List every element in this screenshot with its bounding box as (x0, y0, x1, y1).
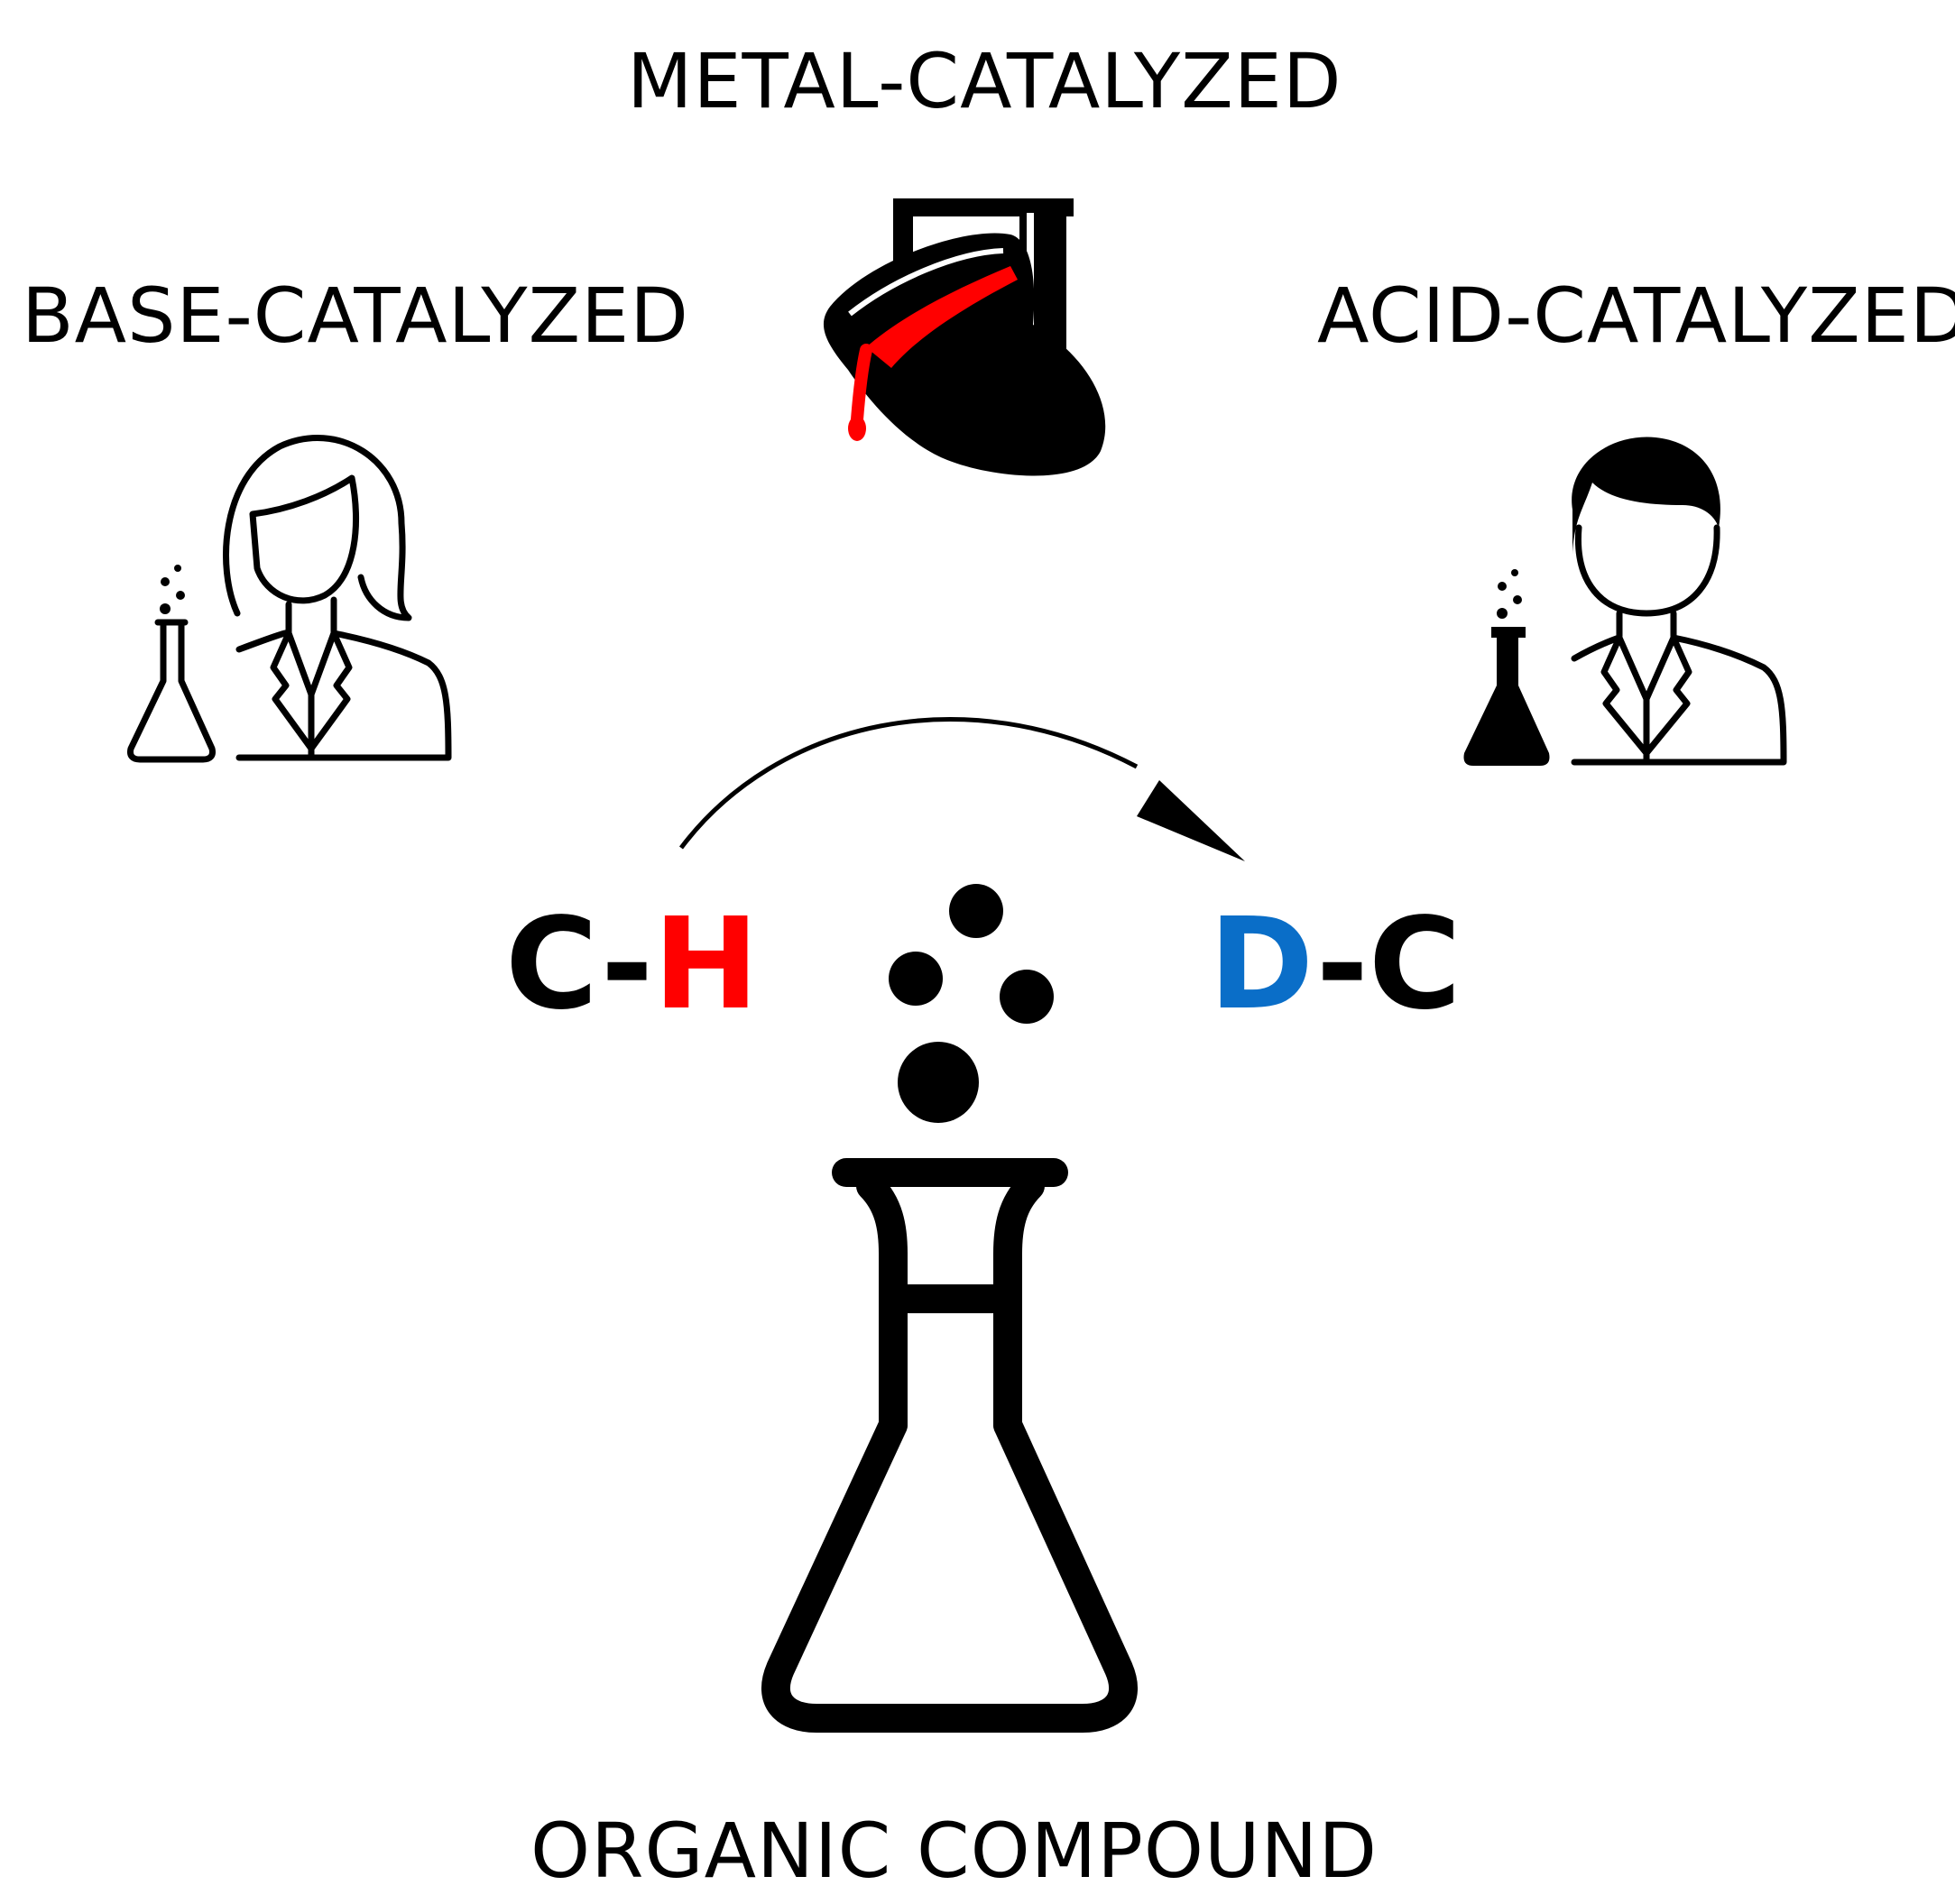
base-catalyzed-label: BASE-CATALYZED (22, 271, 689, 360)
reactant-hydrogen: H (653, 891, 760, 1038)
crucible-pouring-icon (823, 198, 1106, 476)
acid-catalyzed-label: ACID-CATALYZED (1317, 271, 1955, 360)
female-scientist-icon (127, 435, 452, 763)
reactant-carbon: C (505, 891, 601, 1038)
reactant-bond: C-H (505, 902, 759, 1028)
product-dash: - (1315, 891, 1369, 1038)
reactant-dash: - (600, 891, 654, 1038)
molten-metal (866, 266, 1018, 368)
male-scientist-icon (1463, 437, 1787, 766)
curved-arrow-icon (679, 717, 1245, 861)
metal-catalyzed-label: METAL-CATALYZED (627, 37, 1342, 125)
product-deuterium: D (1209, 891, 1316, 1038)
bubbles (889, 884, 1054, 1123)
product-bond: D-C (1209, 902, 1462, 1028)
product-carbon: C (1368, 891, 1462, 1038)
organic-compound-label: ORGANIC COMPOUND (530, 1807, 1379, 1895)
erlenmeyer-flask-icon (761, 884, 1138, 1733)
